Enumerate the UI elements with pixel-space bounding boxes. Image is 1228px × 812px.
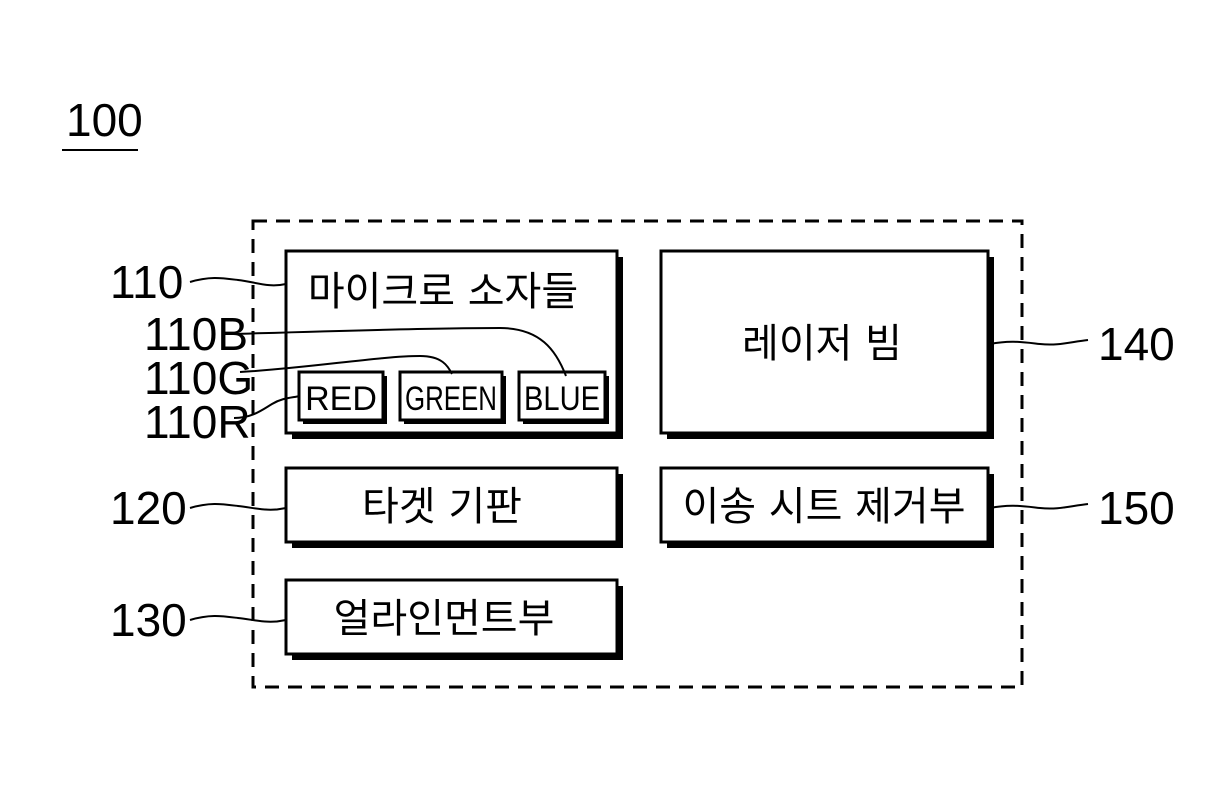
micro-elements-label: 마이크로 소자들	[308, 269, 578, 315]
leader-120	[190, 504, 286, 510]
leader-140	[990, 340, 1088, 345]
ref-120: 120	[110, 482, 187, 534]
leader-130	[190, 616, 286, 622]
leader-110	[190, 278, 286, 285]
sub-box-green: GREEN	[400, 372, 506, 424]
ref-110r: 110R	[144, 396, 251, 448]
block-target-substrate: 타겟 기판	[286, 468, 623, 548]
block-transfer-sheet-remover: 이송 시트 제거부	[661, 468, 994, 548]
ref-110: 110	[110, 256, 183, 308]
figure-reference: 100	[66, 94, 143, 146]
leader-150	[990, 504, 1088, 509]
block-laser-beam: 레이저 빔	[661, 251, 994, 439]
blue-label: BLUE	[524, 380, 600, 418]
ref-140: 140	[1098, 318, 1175, 370]
ref-130: 130	[110, 594, 187, 646]
red-label: RED	[305, 380, 377, 418]
laser-beam-label: 레이저 빔	[742, 321, 902, 367]
sub-box-red: RED	[299, 372, 387, 424]
transfer-sheet-remover-label: 이송 시트 제거부	[682, 484, 965, 530]
target-substrate-label: 타겟 기판	[362, 484, 522, 530]
alignment-unit-label: 얼라인먼트부	[334, 596, 555, 642]
sub-box-blue: BLUE	[519, 372, 609, 424]
green-label: GREEN	[405, 380, 497, 418]
block-alignment-unit: 얼라인먼트부	[286, 580, 623, 660]
ref-150: 150	[1098, 482, 1175, 534]
